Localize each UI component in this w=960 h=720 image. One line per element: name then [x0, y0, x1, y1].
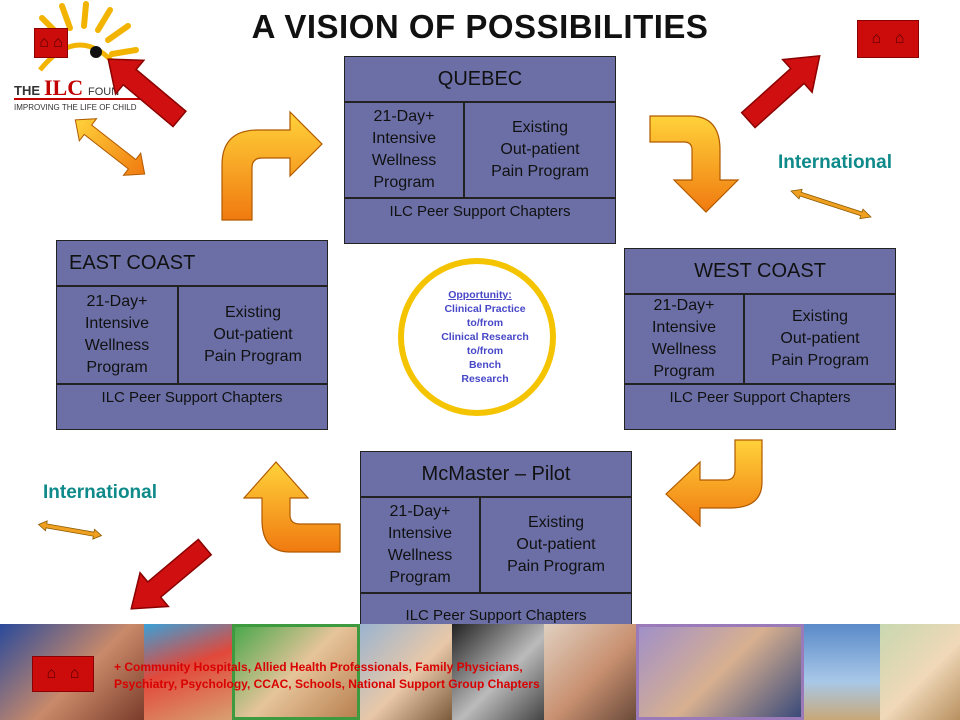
region-header-quebec: QUEBEC — [344, 56, 616, 102]
peer-support-west-coast: ILC Peer Support Chapters — [624, 384, 896, 430]
photo-jumping — [804, 624, 880, 720]
program-outpatient-mcmaster: Existing Out-patient Pain Program — [480, 497, 632, 593]
region-header-mcmaster: McMaster – Pilot — [360, 451, 632, 497]
photo-strip — [0, 624, 960, 720]
red-arrow-top-right — [740, 55, 821, 129]
svg-text:ILC: ILC — [44, 75, 83, 100]
program-intensive-east-coast: 21-Day+ Intensive Wellness Program — [56, 286, 178, 384]
program-intensive-quebec: 21-Day+ Intensive Wellness Program — [344, 102, 464, 198]
svg-text:IMPROVING THE LIFE OF CHILD: IMPROVING THE LIFE OF CHILD — [14, 103, 137, 112]
home-button-top-left[interactable]: ⌂⌂ — [34, 28, 68, 58]
photo-girl-smiling — [232, 624, 360, 720]
region-header-east-coast: EAST COAST — [56, 240, 328, 286]
photo-blonde-girl — [880, 624, 960, 720]
red-arrow-top-left — [107, 58, 187, 128]
opportunity-circle — [398, 258, 556, 416]
program-outpatient-west-coast: Existing Out-patient Pain Program — [744, 294, 896, 384]
opportunity-text: Clinical Practice to/from Clinical Resea… — [441, 303, 529, 385]
footer-note-line2: Psychiatry, Psychology, CCAC, Schools, N… — [114, 677, 540, 691]
peer-support-quebec: ILC Peer Support Chapters — [344, 198, 616, 244]
international-label-left: International — [43, 482, 158, 503]
program-outpatient-east-coast: Existing Out-patient Pain Program — [178, 286, 328, 384]
red-arrow-bottom-left — [130, 538, 213, 610]
svg-text:FOUN: FOUN — [88, 86, 119, 98]
home-icon: ⌂ — [39, 34, 49, 51]
curved-arrow-quebec-to-west — [649, 115, 740, 213]
curved-arrow-mcmaster-to-east — [242, 461, 341, 553]
footer-note-line1: + Community Hospitals, Allied Health Pro… — [114, 660, 523, 674]
orange-double-arrow-international-left — [37, 520, 103, 540]
photo-girl-portrait — [544, 624, 636, 720]
peer-support-east-coast: ILC Peer Support Chapters — [56, 384, 328, 430]
curved-arrow-east-to-quebec — [221, 110, 323, 221]
program-outpatient-quebec: Existing Out-patient Pain Program — [464, 102, 616, 198]
curved-arrow-west-to-mcmaster — [665, 439, 763, 528]
photo-girl-hat — [144, 624, 232, 720]
home-icon: ⌂ — [894, 30, 905, 47]
international-label-right: International — [778, 152, 893, 173]
program-intensive-west-coast: 21-Day+ Intensive Wellness Program — [624, 294, 744, 384]
photo-teen-bw — [452, 624, 544, 720]
photo-group-teens — [636, 624, 804, 720]
page-title: A VISION OF POSSIBILITIES — [251, 8, 709, 45]
home-icon: ⌂ — [69, 665, 80, 682]
home-icon: ⌂ — [871, 30, 882, 47]
orange-double-arrow-logo — [74, 118, 146, 176]
opportunity-heading: Opportunity: — [448, 289, 512, 301]
svg-text:THE: THE — [14, 83, 40, 98]
region-header-west-coast: WEST COAST — [624, 248, 896, 294]
home-button-bottom-left[interactable]: ⌂⌂ — [32, 656, 94, 692]
home-icon: ⌂ — [53, 34, 63, 51]
program-intensive-mcmaster: 21-Day+ Intensive Wellness Program — [360, 497, 480, 593]
home-button-top-right[interactable]: ⌂⌂ — [857, 20, 919, 58]
photo-girl-outdoors — [360, 624, 452, 720]
home-icon: ⌂ — [46, 665, 57, 682]
orange-double-arrow-international-right — [790, 188, 872, 220]
